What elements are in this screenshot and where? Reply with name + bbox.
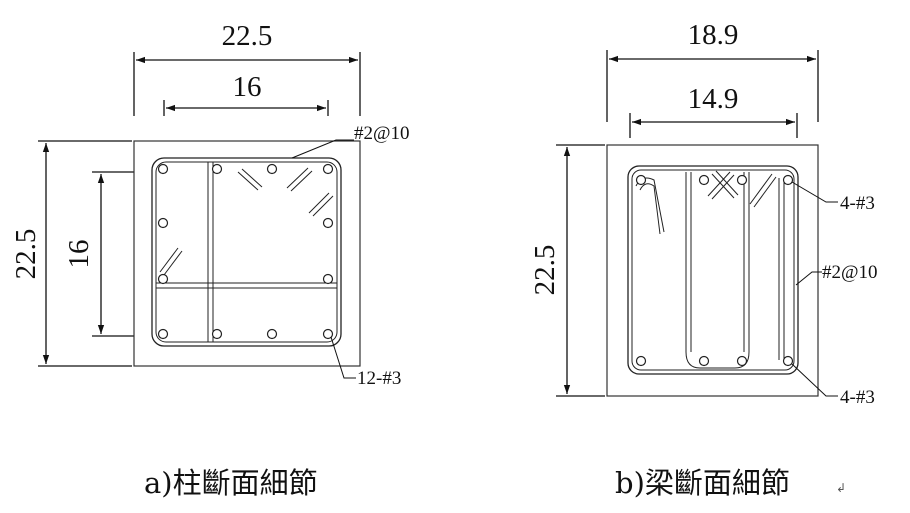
column-inner-height-label: 16	[63, 240, 95, 269]
beam-outer-height-label: 22.5	[529, 245, 561, 296]
beam-inner-stirrup-2	[743, 172, 785, 360]
column-stirrup-callout: #2@10	[291, 123, 410, 159]
column-longitudinal-bars	[157, 163, 334, 340]
column-rebar	[322, 163, 334, 175]
beam-rebar	[736, 355, 748, 367]
column-core-height-dimension: 16	[63, 171, 148, 337]
beam-rebar	[698, 174, 710, 186]
beam-rebar	[782, 355, 794, 367]
column-inner-width-label: 16	[233, 71, 262, 103]
beam-rebar	[698, 355, 710, 367]
paragraph-return-mark: ↲	[836, 481, 846, 495]
beam-caption: b)梁斷面細節	[615, 466, 790, 500]
beam-top-bar-label: 4-#3	[840, 193, 875, 214]
beam-outer-width-label: 18.9	[688, 19, 739, 51]
column-rebar	[266, 163, 278, 175]
column-rebar	[322, 273, 334, 285]
column-rebar	[157, 273, 169, 285]
beam-rebar	[635, 174, 647, 186]
beam-rebar	[782, 174, 794, 186]
column-bar-label: 12-#3	[357, 368, 401, 389]
beam-stirrup-callout: #2@10	[795, 262, 878, 286]
column-hook-top-2	[286, 167, 313, 192]
beam-core-width-dimension: 14.9	[629, 83, 798, 138]
column-height-dimension: 22.5	[10, 140, 132, 367]
column-outer-height-label: 22.5	[10, 229, 42, 280]
column-rebar	[211, 163, 223, 175]
beam-height-dimension: 22.5	[529, 144, 605, 397]
beam-hook-top-2	[707, 171, 735, 200]
column-hook-left	[159, 247, 183, 276]
beam-rebar	[635, 355, 647, 367]
column-bar-callout: 12-#3	[330, 336, 401, 389]
column-hook-right	[308, 192, 334, 217]
beam-inner-stirrup-1	[685, 172, 750, 369]
column-outer-width-label: 22.5	[222, 20, 273, 52]
column-rebar	[322, 217, 334, 229]
beam-bottom-bars	[635, 355, 794, 367]
column-caption: a)柱斷面細節	[144, 466, 318, 500]
column-outer-hoop-inner-edge	[155, 161, 338, 343]
column-outer-hoop	[151, 157, 342, 347]
beam-outer-stirrup	[627, 165, 799, 375]
column-concrete-outline	[133, 140, 361, 367]
beam-bottom-bar-label: 4-#3	[840, 387, 875, 408]
column-width-dimension: 22.5	[133, 20, 361, 116]
column-section: 22.5 16 22.5 16	[10, 20, 410, 500]
beam-stirrup-label: #2@10	[822, 262, 878, 283]
column-stirrup-label: #2@10	[354, 123, 410, 144]
column-rebar	[157, 217, 169, 229]
beam-bottom-bar-callout: 4-#3	[791, 363, 875, 408]
column-rebar	[322, 328, 334, 340]
beam-hook-top-3	[749, 173, 777, 208]
column-hook-top-1	[237, 168, 263, 191]
column-horizontal-crosstie	[156, 282, 337, 289]
column-rebar	[211, 328, 223, 340]
column-rebar	[157, 328, 169, 340]
beam-outer-stirrup-inner-edge	[631, 169, 795, 371]
beam-width-dimension: 18.9	[606, 19, 819, 122]
beam-section: 18.9 14.9 22.5	[529, 19, 878, 500]
column-rebar	[266, 328, 278, 340]
beam-inner-width-label: 14.9	[688, 83, 739, 115]
column-core-width-dimension: 16	[163, 71, 329, 116]
beam-rebar	[736, 174, 748, 186]
column-vertical-crosstie	[207, 162, 214, 342]
column-rebar	[157, 163, 169, 175]
beam-top-bar-callout: 4-#3	[791, 181, 875, 214]
beam-top-bars	[635, 174, 794, 186]
